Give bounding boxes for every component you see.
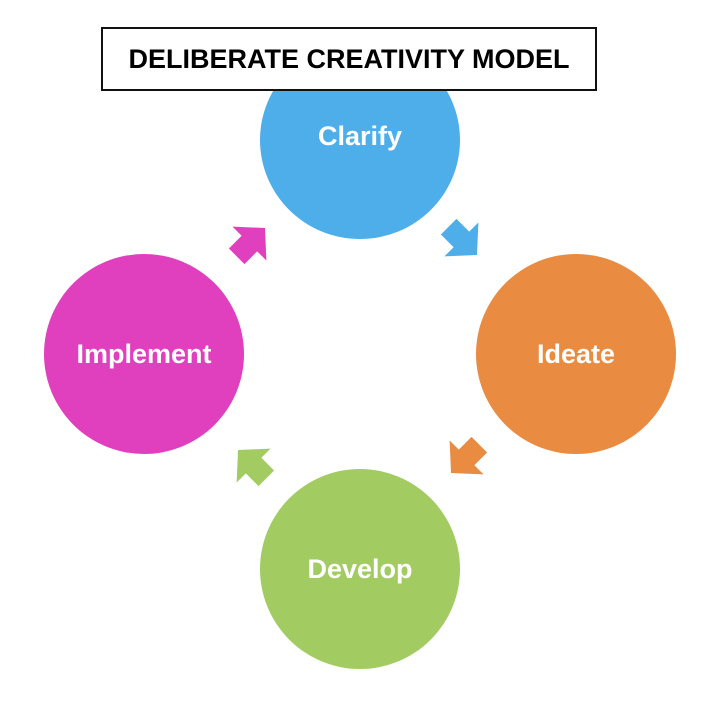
stage-ideate-label: Ideate: [536, 338, 616, 369]
stage-implement: Implement: [44, 254, 244, 454]
arrow-ideate-to-develop: [449, 436, 488, 475]
stage-ideate: Ideate: [476, 254, 676, 454]
arrow-implement-to-clarify: [228, 226, 267, 265]
stage-clarify-label: Clarify: [317, 120, 403, 151]
diagram-title: DELIBERATE CREATIVITY MODEL: [128, 43, 570, 74]
stage-develop-label: Develop: [307, 553, 413, 584]
arrow-clarify-to-ideate: [440, 218, 479, 257]
arrow-develop-to-implement: [236, 448, 275, 487]
stage-implement-label: Implement: [76, 338, 212, 369]
diagram-title-box: DELIBERATE CREATIVITY MODEL: [101, 27, 597, 91]
stage-develop: Develop: [260, 469, 460, 669]
